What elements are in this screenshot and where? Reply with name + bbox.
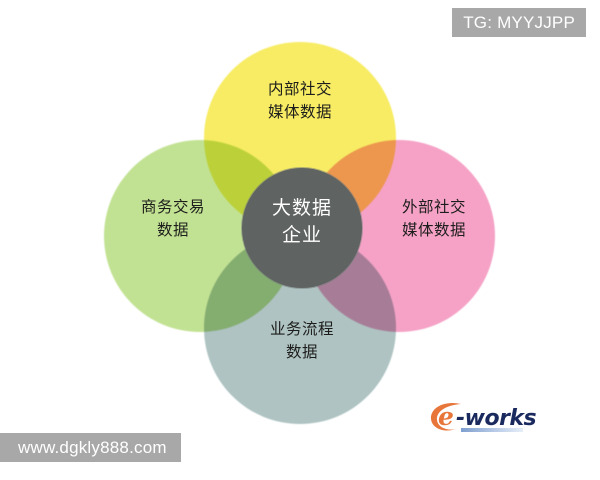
venn-center-circle [242,168,362,288]
telegram-watermark: TG: MYYJJPP [452,8,586,37]
eworks-logo: e -works [428,398,546,438]
url-watermark: www.dgkly888.com [0,433,181,462]
svg-text:-works: -works [456,406,537,431]
svg-text:e: e [438,402,454,431]
